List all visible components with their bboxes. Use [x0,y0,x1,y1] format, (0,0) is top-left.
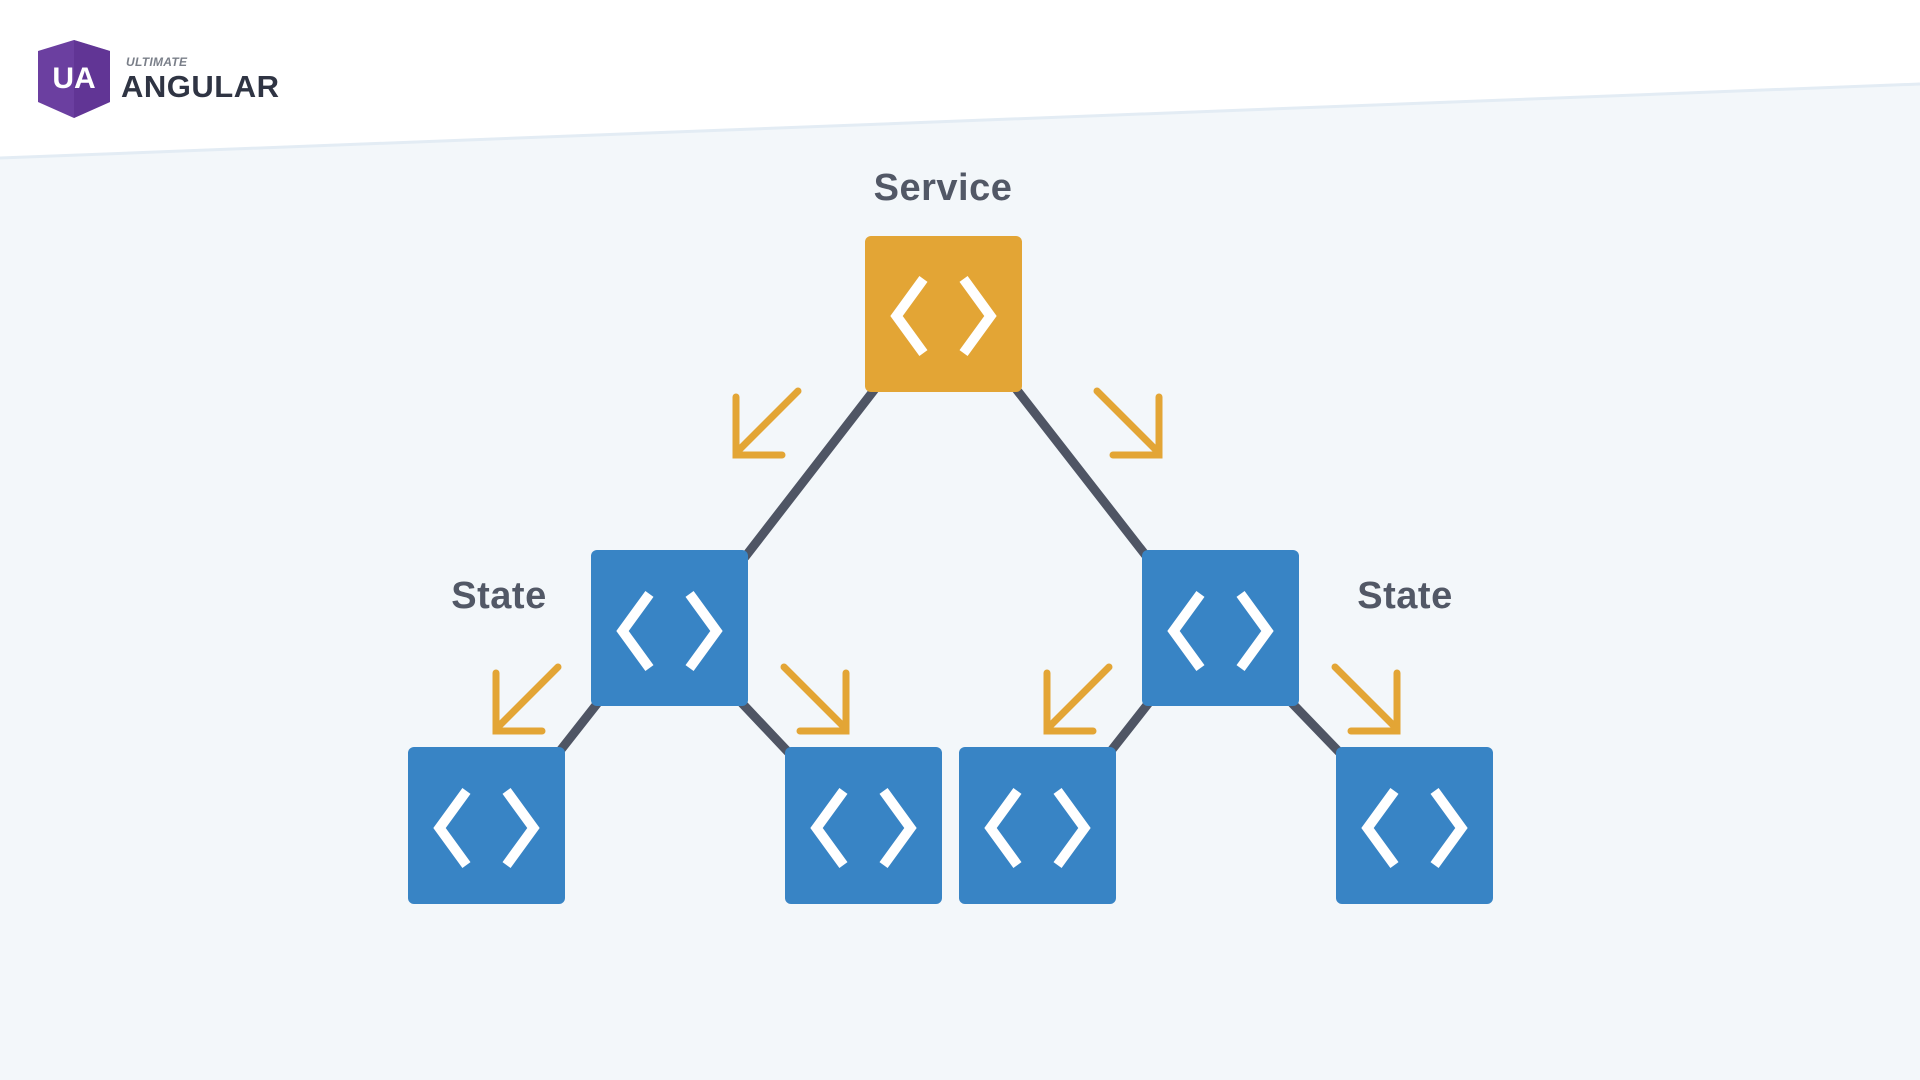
brand-small-text: ULTIMATE [126,55,188,69]
service-node [865,236,1022,392]
brand-logo: UA ULTIMATE ANGULAR [38,40,280,118]
edge-left-rightleaf [734,695,795,759]
edge-left-leftleaf [551,695,605,761]
leaf-node [1336,747,1493,904]
leaf-node [959,747,1116,904]
state-label-left: State [451,575,546,617]
edge-right-rightleaf [1284,695,1347,760]
state-label-right: State [1357,575,1452,617]
brand-name: ANGULAR [121,69,280,104]
logo-initials: UA [52,62,95,95]
state-node-right [1142,550,1299,706]
background-panel [0,84,1920,1080]
leaf-node [785,747,942,904]
panel-edge [0,82,1920,160]
edge-service-left [740,380,883,562]
service-label: Service [874,167,1013,209]
edge-service-right [1008,380,1152,562]
leaf-node [408,747,565,904]
connectors [551,380,1347,761]
state-node-left [591,550,748,706]
edge-right-leftleaf [1102,695,1156,761]
